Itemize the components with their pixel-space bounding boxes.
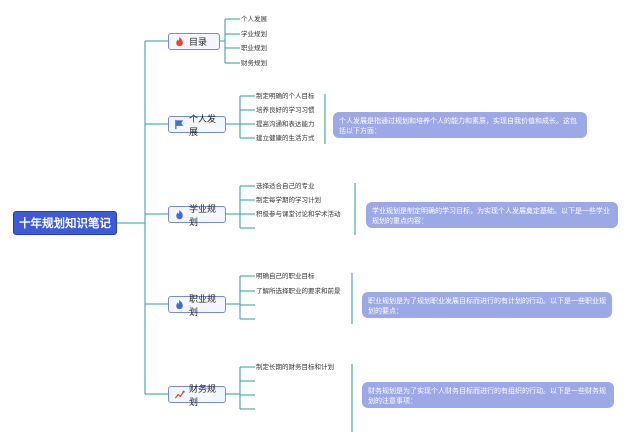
branch-label: 个人发展 <box>189 114 217 138</box>
branch-note: 个人发展是指通过规划和培养个人的能力和素质，实现自我价值和成长。这包括以下方面： <box>333 112 587 138</box>
leaf-item[interactable]: 了解所选择职业的要求和前景 <box>256 287 341 295</box>
leaf-item[interactable]: 建立健康的生活方式 <box>256 134 315 142</box>
leaf-item[interactable]: 培养良好的学习习惯 <box>256 106 315 114</box>
leaf-item[interactable]: 制定长期的财务目标和计划 <box>256 363 334 371</box>
branch-label: 学业规划 <box>189 204 217 228</box>
branch-node-mulu[interactable]: 目录 <box>168 33 220 50</box>
leaf-item[interactable]: 个人发展 <box>241 15 267 23</box>
branch-node-geren[interactable]: 个人发展 <box>168 115 226 138</box>
chart-icon <box>174 389 185 400</box>
leaf-item[interactable]: 财务规划 <box>241 59 267 67</box>
branch-note: 学业规划是制定明确的学习目标，为实现个人发展奠定基础。以下是一些学业规划的重点内… <box>366 202 618 228</box>
leaf-item[interactable]: 明确自己的职业目标 <box>256 272 315 280</box>
leaf-item[interactable]: 积极参与课堂讨论和学术活动 <box>256 210 341 218</box>
branch-label: 目录 <box>189 38 208 48</box>
fire-icon <box>174 209 185 220</box>
fire-icon <box>174 36 185 47</box>
leaf-item[interactable]: 制定每学期的学习计划 <box>256 196 321 204</box>
branch-node-xueye[interactable]: 学业规划 <box>168 205 226 228</box>
leaf-item[interactable]: 提高沟通和表达能力 <box>256 120 315 128</box>
branch-note: 财务规划是为了实现个人财务目标而进行的有组织的行动。以下是一些财务规划的注意事项… <box>362 382 614 408</box>
branch-node-caiwu[interactable]: 财务规划 <box>168 385 226 408</box>
flag-icon <box>174 119 185 130</box>
branch-note: 职业规划是为了规划职业发展目标而进行的有计划的行动。以下是一些职业规划的要点： <box>362 292 612 318</box>
leaf-item[interactable]: 学业规划 <box>241 30 267 38</box>
leaf-item[interactable]: 选择适合自己的专业 <box>256 182 315 190</box>
branch-node-zhiye[interactable]: 职业规划 <box>168 295 226 318</box>
branch-label: 职业规划 <box>189 294 217 318</box>
root-node[interactable]: 十年规划知识笔记 <box>13 211 117 235</box>
leaf-item[interactable]: 制定明确的个人目标 <box>256 92 315 100</box>
fire-icon <box>174 299 185 310</box>
leaf-item[interactable]: 职业规划 <box>241 44 267 52</box>
branch-label: 财务规划 <box>189 384 217 408</box>
